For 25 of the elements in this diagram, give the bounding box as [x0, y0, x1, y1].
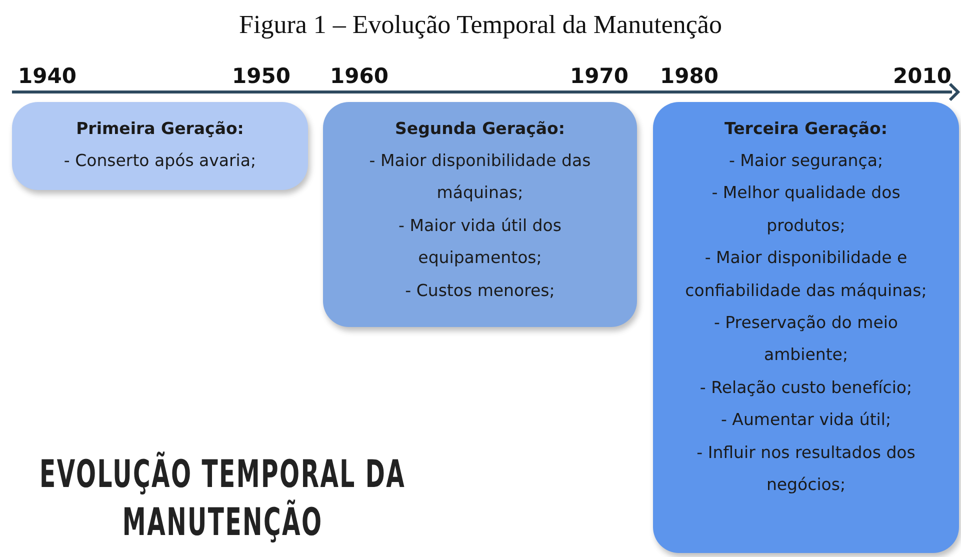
figure-title: Figura 1 – Evolução Temporal da Manutenção: [238, 10, 723, 40]
year-label: 1960: [330, 64, 388, 88]
list-item: - Relação custo benefício;: [698, 376, 914, 399]
list-item: - Aumentar vida útil;: [720, 409, 892, 432]
card-heading: Segunda Geração:: [394, 118, 566, 140]
list-item: - Melhor qualidade dos produtos;: [710, 182, 902, 237]
generation-card: [323, 102, 637, 327]
list-item: - Conserto após avaria;: [62, 150, 258, 172]
list-item: - Influir nos resultados dos negócios;: [696, 442, 916, 496]
year-label: 1970: [570, 64, 628, 88]
list-item: - Maior vida útil dos equipamentos;: [398, 214, 562, 270]
year-label: 1980: [660, 64, 718, 88]
poster-heading: EVOLUÇÃO TEMPORAL DA MANUTENÇÃO: [38, 450, 407, 546]
list-item: - Custos menores;: [404, 280, 556, 302]
list-item: - Maior disponibilidade e confiabilidade das máquinas;: [684, 247, 928, 302]
year-label: 2010: [893, 64, 952, 88]
list-item: - Maior segurança;: [728, 150, 884, 172]
year-label: 1940: [18, 64, 76, 88]
list-item: - Maior disponibilidade das máquinas;: [368, 150, 592, 204]
generation-card: [12, 102, 308, 190]
year-label: 1950: [232, 64, 290, 88]
card-heading: Primeira Geração:: [75, 118, 245, 140]
card-heading: Terceira Geração:: [724, 118, 888, 140]
generation-card: [653, 102, 959, 553]
list-item: - Preservação do meio ambiente;: [712, 312, 900, 366]
